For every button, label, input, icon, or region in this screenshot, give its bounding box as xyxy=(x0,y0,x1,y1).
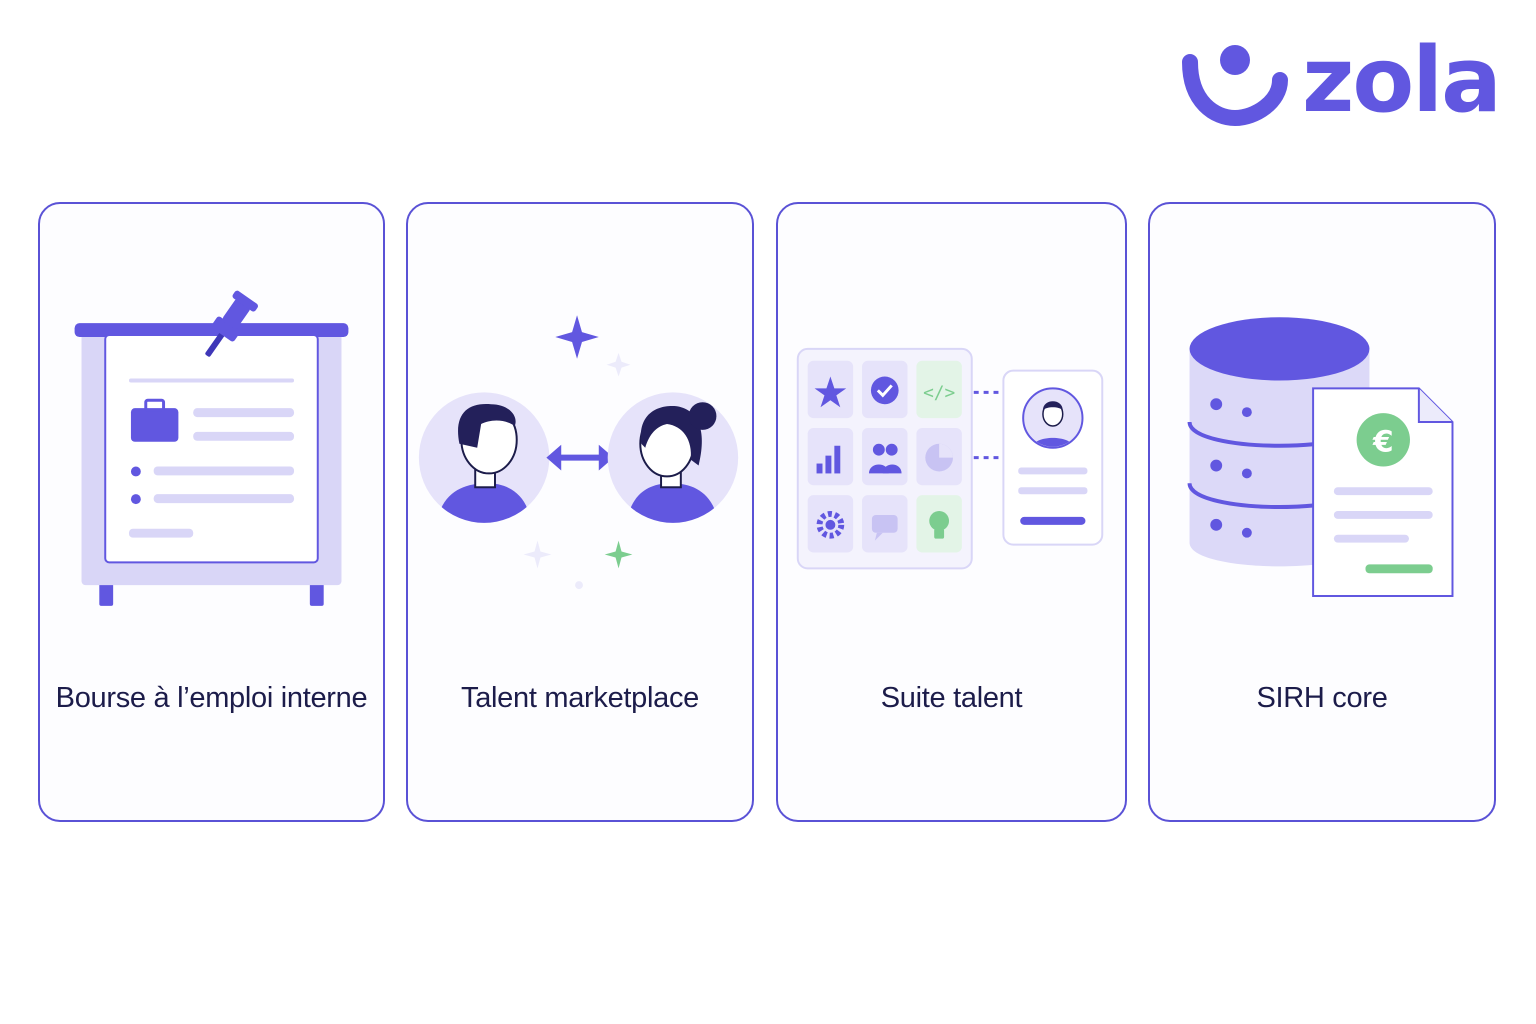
card-label: Talent marketplace xyxy=(461,682,699,714)
card-talent-marketplace[interactable]: Talent marketplace xyxy=(406,202,754,822)
svg-text:</>: </> xyxy=(923,382,955,403)
card-internal-job-board[interactable]: Bourse à l’emploi interne xyxy=(38,202,385,822)
card-label: Bourse à l’emploi interne xyxy=(55,682,368,714)
database-payslip-icon: € xyxy=(1187,317,1454,597)
app-grid-profile-icon: </> xyxy=(796,347,1104,570)
card-label: SIRH core xyxy=(1256,682,1388,714)
people-exchange-icon xyxy=(418,315,739,590)
svg-text:€: € xyxy=(1372,424,1394,459)
job-board-icon xyxy=(74,290,349,606)
card-label: Suite talent xyxy=(880,682,1023,714)
card-talent-suite[interactable]: </> xyxy=(776,202,1127,822)
smile-person-icon xyxy=(1182,45,1288,127)
brand-name: zola xyxy=(1302,28,1502,133)
card-hris-core[interactable]: € SIRH core xyxy=(1148,202,1496,822)
brand-logo: zola xyxy=(1180,36,1502,130)
